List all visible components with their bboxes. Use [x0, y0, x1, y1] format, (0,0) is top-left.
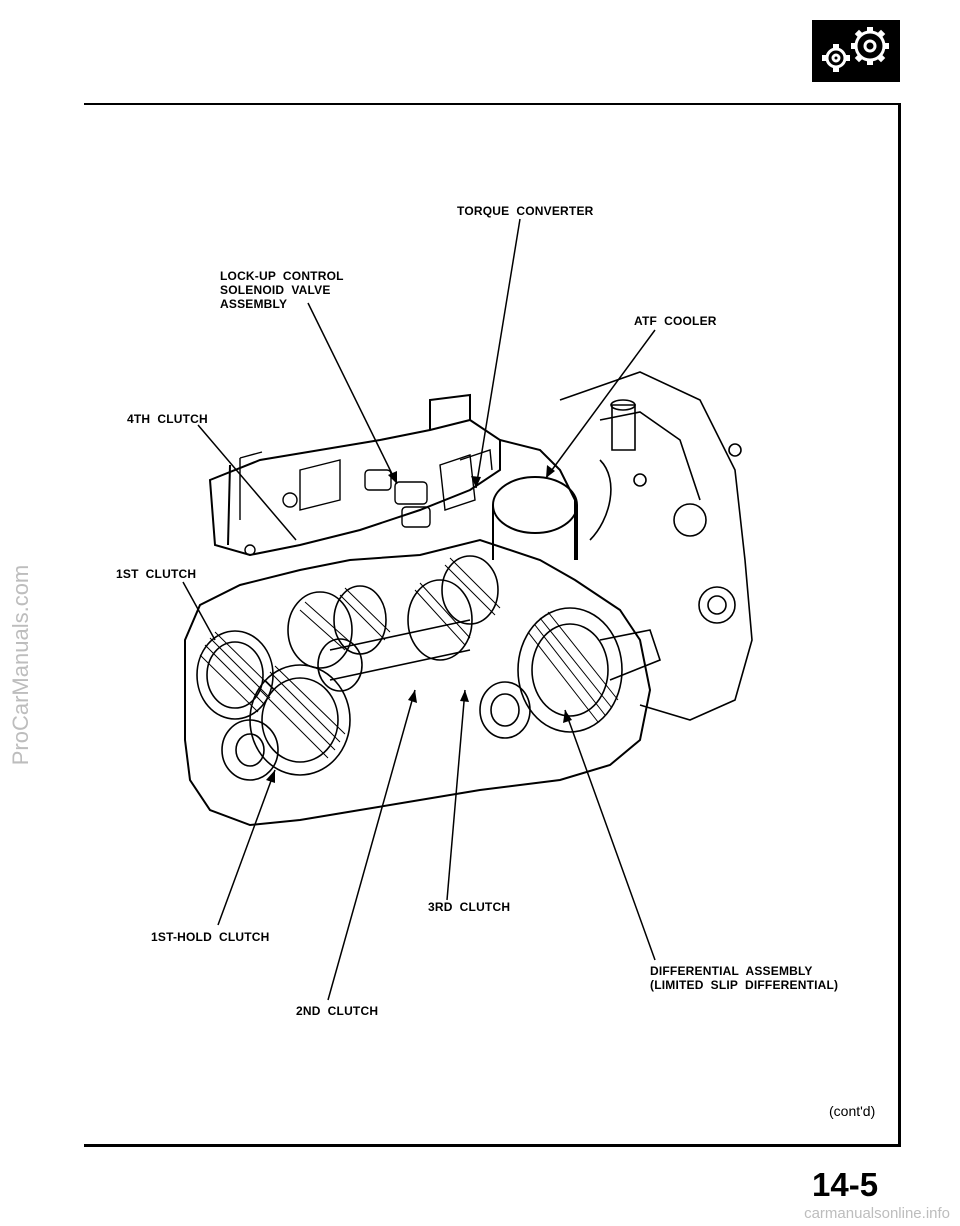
- leader-1st-clutch: [182, 581, 216, 641]
- leader-3rd-clutch: [446, 689, 466, 901]
- label-lockup-solenoid-line2: SOLENOID VALVE: [220, 283, 331, 297]
- label-4th-clutch: 4TH CLUTCH: [127, 412, 208, 426]
- label-1st-clutch: 1ST CLUTCH: [116, 567, 197, 581]
- label-2nd-clutch: 2ND CLUTCH: [296, 1004, 379, 1018]
- side-watermark: ProCarManuals.com: [8, 564, 33, 766]
- label-torque-converter: TORQUE CONVERTER: [457, 204, 594, 218]
- frame-right-rule: [898, 103, 901, 1146]
- leader-4th-clutch: [197, 424, 297, 541]
- page-number: 14-5: [812, 1166, 879, 1203]
- engine-block-outline: [559, 371, 753, 721]
- label-3rd-clutch: 3RD CLUTCH: [428, 900, 511, 914]
- gears-icon: [812, 20, 900, 82]
- label-differential-line1: DIFFERENTIAL ASSEMBLY: [650, 964, 813, 978]
- leader-torque-converter: [475, 218, 521, 489]
- label-atf-cooler: ATF COOLER: [634, 314, 717, 328]
- leader-1st-hold-clutch: [217, 769, 276, 926]
- gear-teeth-hatching: [199, 557, 619, 759]
- transmission-case-outline: [184, 393, 652, 827]
- footer-watermark: carmanualsonline.info: [804, 1205, 950, 1222]
- leader-atf-cooler: [545, 329, 656, 479]
- leader-2nd-clutch: [327, 689, 416, 1001]
- frame-bottom-rule: [84, 1144, 901, 1147]
- label-1st-hold-clutch: 1ST-HOLD CLUTCH: [151, 930, 270, 944]
- frame-top-rule: [84, 103, 900, 105]
- label-lockup-solenoid-line1: LOCK-UP CONTROL: [220, 269, 344, 283]
- leader-lines: [182, 218, 656, 1001]
- label-differential-line2: (LIMITED SLIP DIFFERENTIAL): [650, 978, 839, 992]
- valve-body-details: [239, 449, 493, 556]
- leader-arrowheads: [266, 465, 572, 783]
- leader-differential: [564, 709, 656, 961]
- label-lockup-solenoid-line3: ASSEMBLY: [220, 297, 288, 311]
- leader-lockup-solenoid: [307, 302, 398, 485]
- continued-note: (cont'd): [829, 1103, 876, 1119]
